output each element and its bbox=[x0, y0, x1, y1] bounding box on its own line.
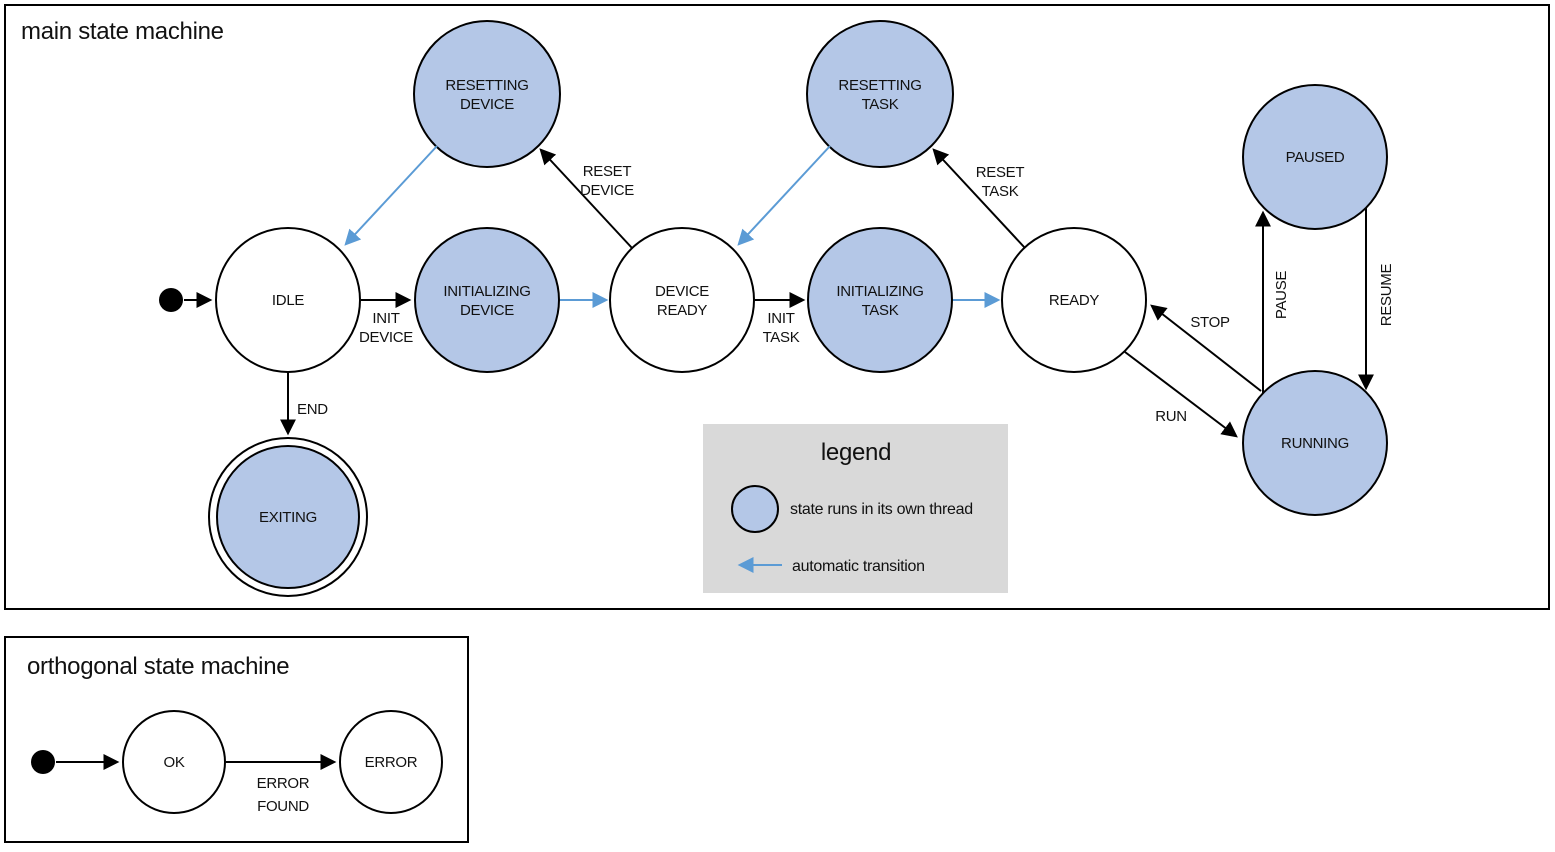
legend-title: legend bbox=[821, 439, 891, 466]
state-ready-label: READY bbox=[1049, 292, 1099, 309]
main-title: main state machine bbox=[21, 18, 224, 45]
transition-init-device-label-line1: INIT bbox=[372, 310, 399, 327]
state-device-ready-label-line1: DEVICE bbox=[655, 283, 709, 300]
transition-end-label: END bbox=[297, 401, 328, 418]
transition-stop-label: STOP bbox=[1190, 314, 1230, 331]
orthogonal-state-machine: orthogonal state machine OK ERROR FOUND … bbox=[4, 636, 469, 843]
legend-auto-item-label: automatic transition bbox=[792, 558, 925, 575]
state-exiting-label: EXITING bbox=[259, 509, 317, 526]
state-running bbox=[1242, 370, 1388, 516]
initial-state-dot bbox=[159, 288, 183, 312]
state-initializing-task bbox=[807, 227, 953, 373]
transition-error-found-label-line2: FOUND bbox=[257, 798, 309, 815]
state-resetting-task-label-line2: TASK bbox=[862, 96, 899, 113]
transition-init-task-label-line2: TASK bbox=[763, 329, 800, 346]
state-exiting bbox=[216, 445, 360, 589]
state-initializing-device-label-line2: DEVICE bbox=[460, 302, 514, 319]
legend-thread-item-label: state runs in its own thread bbox=[790, 501, 973, 518]
legend-thread-state-icon bbox=[731, 485, 779, 533]
transition-pause-label: PAUSE bbox=[1273, 271, 1290, 320]
state-error bbox=[339, 710, 443, 814]
transition-reset-task-arrow bbox=[932, 148, 1026, 249]
transition-reset-task-label-line1: RESET bbox=[976, 164, 1025, 181]
state-initializing-device bbox=[414, 227, 560, 373]
state-exiting-final: EXITING bbox=[208, 437, 368, 597]
state-running-label: RUNNING bbox=[1281, 435, 1349, 452]
state-resetting-device-label-line1: RESETTING bbox=[445, 77, 528, 94]
state-initializing-task-label-line2: TASK bbox=[862, 302, 899, 319]
state-resetting-device bbox=[413, 20, 561, 168]
transition-resume-label: RESUME bbox=[1378, 264, 1395, 327]
legend: legend state runs in its own thread auto… bbox=[703, 424, 1008, 593]
main-state-machine: main state machine IDLE INIT DEVICE INIT… bbox=[4, 4, 1550, 610]
state-paused-label: PAUSED bbox=[1286, 149, 1345, 166]
auto-transition-resetting-device-to-idle bbox=[344, 145, 438, 246]
main-frame bbox=[4, 4, 1550, 610]
transition-init-task-label-line1: INIT bbox=[767, 310, 794, 327]
state-resetting-task bbox=[806, 20, 954, 168]
state-ok bbox=[122, 710, 226, 814]
state-error-label: ERROR bbox=[365, 754, 418, 771]
state-ready bbox=[1001, 227, 1147, 373]
state-ok-label: OK bbox=[163, 754, 184, 771]
state-initializing-task-label-line1: INITIALIZING bbox=[836, 283, 923, 300]
state-initializing-device-label-line1: INITIALIZING bbox=[443, 283, 530, 300]
orthogonal-frame bbox=[4, 636, 469, 843]
state-paused bbox=[1242, 84, 1388, 230]
transition-run-label: RUN bbox=[1155, 408, 1187, 425]
state-resetting-task-label-line1: RESETTING bbox=[838, 77, 921, 94]
state-idle-label: IDLE bbox=[272, 292, 304, 309]
auto-transition-resetting-task-to-device-ready bbox=[737, 145, 831, 246]
state-resetting-device-label-line2: DEVICE bbox=[460, 96, 514, 113]
transition-reset-device-label-line1: RESET bbox=[583, 163, 632, 180]
transition-error-found-label-line1: ERROR bbox=[257, 775, 310, 792]
transition-reset-task-label-line2: TASK bbox=[982, 183, 1019, 200]
transition-init-device-label-line2: DEVICE bbox=[359, 329, 413, 346]
orthogonal-initial-state-dot bbox=[31, 750, 55, 774]
transition-reset-device-label-line2: DEVICE bbox=[580, 182, 634, 199]
transition-run-arrow bbox=[1124, 351, 1238, 438]
orthogonal-title: orthogonal state machine bbox=[27, 653, 289, 680]
state-device-ready-label-line2: READY bbox=[657, 302, 707, 319]
state-device-ready bbox=[609, 227, 755, 373]
transition-stop-arrow bbox=[1150, 304, 1262, 392]
transition-reset-device-arrow bbox=[539, 148, 633, 249]
